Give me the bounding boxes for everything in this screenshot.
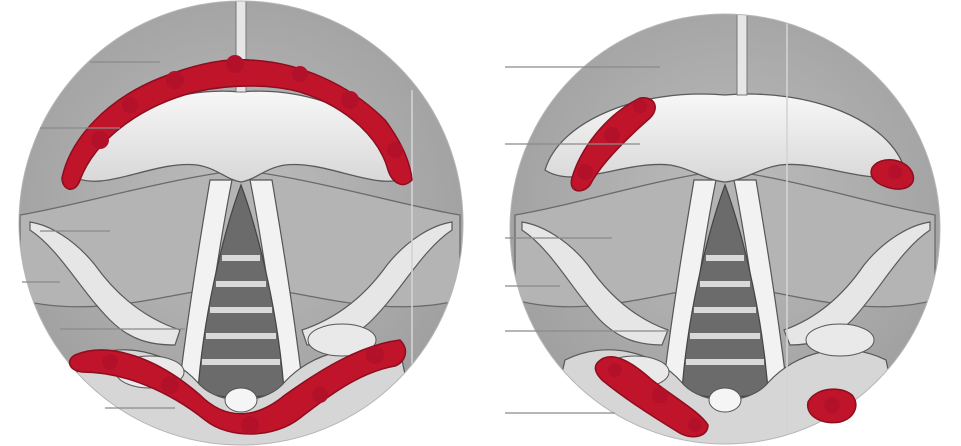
left-interarytenoid-notch <box>225 388 257 412</box>
left-laryngoscopic-view <box>0 0 470 446</box>
right-interarytenoid-notch <box>709 388 741 412</box>
right-arytenoid-cartilage-right <box>806 324 874 356</box>
right-laryngoscopic-view <box>500 0 961 446</box>
